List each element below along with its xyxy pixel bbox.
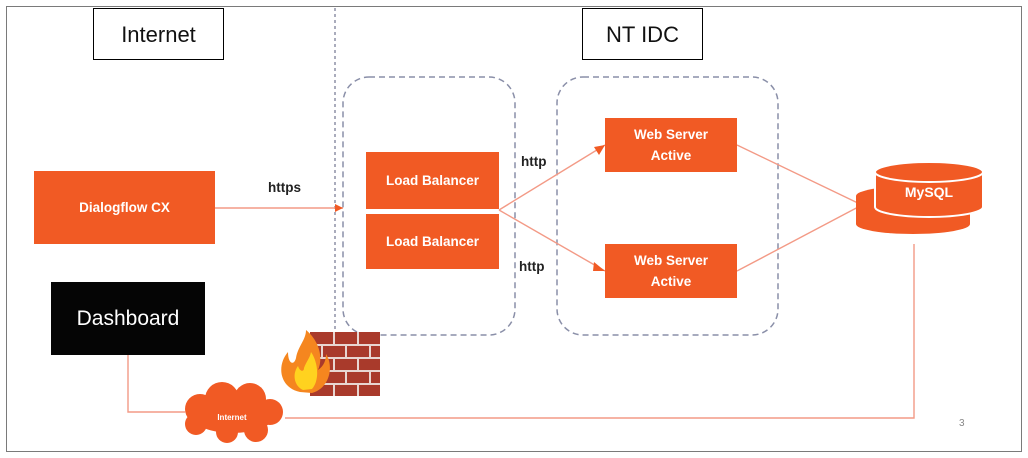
http-edge-label-1: http (521, 154, 547, 169)
http-arrowhead-2 (593, 262, 605, 271)
dialogflow-cx-node: Dialogflow CX (34, 171, 215, 244)
web-server-1-to-db-connector (736, 144, 863, 206)
page-number: 3 (959, 418, 965, 429)
idc-zone-label: NT IDC (582, 8, 703, 60)
lb-to-web-server-2-connector (498, 209, 606, 272)
dashboard-to-cloud-connector (127, 355, 185, 413)
https-arrowhead (335, 204, 343, 212)
load-balancer-node-1: Load Balancer (366, 152, 499, 209)
firewall-icon (281, 330, 380, 396)
dashboard-node: Dashboard (51, 282, 205, 355)
cloud-to-db-connector (285, 244, 915, 419)
load-balancer-node-2: Load Balancer (366, 214, 499, 269)
mysql-label: MySQL (905, 184, 954, 200)
web-server-node-1: Web Server Active (605, 118, 737, 172)
database-icon (856, 161, 984, 234)
diagram-frame (6, 6, 1022, 452)
http-edge-label-2: http (519, 259, 545, 274)
internet-cloud-label: Internet (217, 413, 247, 422)
web-server-group (556, 76, 779, 336)
web-server-2-status: Active (650, 274, 692, 289)
web-server-1-status: Active (650, 148, 692, 163)
lb-to-web-server-1-connector (498, 144, 606, 211)
cloud-icon (185, 382, 283, 443)
web-server-node-2: Web Server Active (605, 244, 737, 298)
internet-zone-label: Internet (93, 8, 224, 60)
https-edge-label: https (268, 180, 301, 195)
web-server-2-title: Web Server (633, 253, 709, 268)
web-server-1-title: Web Server (633, 127, 709, 142)
load-balancer-group (342, 76, 516, 336)
http-arrowhead-1 (594, 145, 605, 155)
web-server-2-to-db-connector (736, 204, 863, 272)
